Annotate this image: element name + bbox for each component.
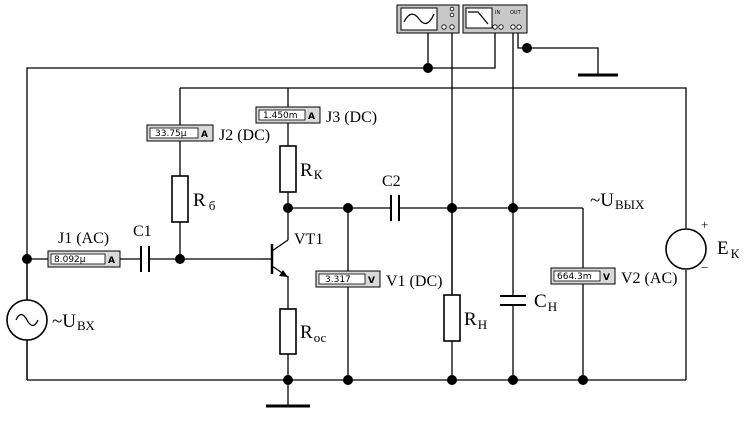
node — [522, 43, 532, 53]
v2-label: V2 (AC) — [621, 270, 677, 287]
emitter-arrow-icon — [279, 270, 288, 277]
wire-supply-rail — [180, 87, 687, 228]
v1-unit: V — [368, 276, 375, 286]
lowpass-curve-icon — [468, 11, 489, 25]
node — [283, 203, 293, 213]
ek-minus: − — [701, 260, 708, 275]
j3-label: J3 (DC) — [326, 109, 377, 126]
node — [578, 375, 588, 385]
ammeter-j2[interactable]: 33.75µ A — [146, 124, 214, 142]
sine-icon — [15, 313, 39, 327]
ac-source-input[interactable] — [6, 299, 48, 341]
wire-instr-ground — [517, 20, 599, 75]
ammeter-j1[interactable]: 8.092µ A — [47, 250, 121, 268]
bode-in-label: IN — [495, 10, 500, 16]
j1-unit: A — [108, 256, 115, 266]
node — [508, 203, 518, 213]
rn-label: RН — [464, 309, 487, 332]
node — [283, 375, 293, 385]
rk-label: RК — [300, 160, 323, 182]
transistor-vt1[interactable] — [262, 239, 289, 278]
resistor-rb[interactable] — [171, 175, 189, 223]
voltmeter-v1[interactable]: 3.317 V — [315, 270, 381, 288]
c2-label: C2 — [382, 173, 401, 190]
j1-label: J1 (AC) — [58, 230, 109, 247]
uvyx-label: ~UВЫХ — [590, 190, 645, 212]
uvx-label: ~UВХ — [52, 311, 95, 333]
oscilloscope-instrument[interactable] — [396, 4, 460, 34]
capacitor-c2[interactable] — [390, 195, 400, 221]
node — [343, 203, 353, 213]
j1-reading: 8.092µ — [54, 255, 86, 265]
node — [508, 375, 518, 385]
j3-reading: 1.450m — [263, 111, 298, 121]
bode-screen — [465, 7, 493, 29]
junction-nodes — [22, 43, 588, 385]
v2-unit: V — [603, 273, 610, 283]
node — [175, 254, 185, 264]
node — [447, 375, 457, 385]
node — [343, 375, 353, 385]
v2-reading: 664.3m — [557, 272, 592, 282]
capacitor-cn[interactable] — [500, 295, 526, 306]
ek-plus: + — [701, 217, 708, 232]
wire-bode-in — [428, 20, 496, 69]
resistor-ros[interactable] — [279, 308, 297, 355]
bode-out-label: OUT — [510, 10, 522, 16]
node — [423, 63, 433, 73]
bode-plotter-instrument[interactable]: IN OUT — [462, 4, 528, 34]
j2-unit: A — [201, 130, 208, 140]
node — [22, 254, 32, 264]
vt1-label: VT1 — [294, 231, 323, 248]
node — [447, 203, 457, 213]
v1-label: V1 (DC) — [386, 273, 442, 290]
resistor-rk[interactable] — [279, 145, 297, 193]
j2-label: J2 (DC) — [219, 127, 270, 144]
j3-unit: A — [308, 112, 315, 122]
ros-label: Rос — [300, 322, 327, 345]
capacitor-c1[interactable] — [140, 246, 150, 272]
resistor-rn[interactable] — [443, 294, 461, 342]
v1-reading: 3.317 — [325, 275, 351, 285]
j2-reading: 33.75µ — [155, 129, 187, 139]
wire-scope-input — [26, 20, 429, 380]
sine-wave-icon — [403, 13, 435, 25]
c1-label: C1 — [133, 223, 152, 240]
dc-source-ek[interactable] — [665, 228, 707, 270]
ammeter-j3[interactable]: 1.450m A — [255, 106, 321, 124]
cn-label: CН — [534, 291, 557, 314]
voltmeter-v2[interactable]: 664.3m V — [550, 267, 616, 285]
wires — [26, 20, 687, 408]
